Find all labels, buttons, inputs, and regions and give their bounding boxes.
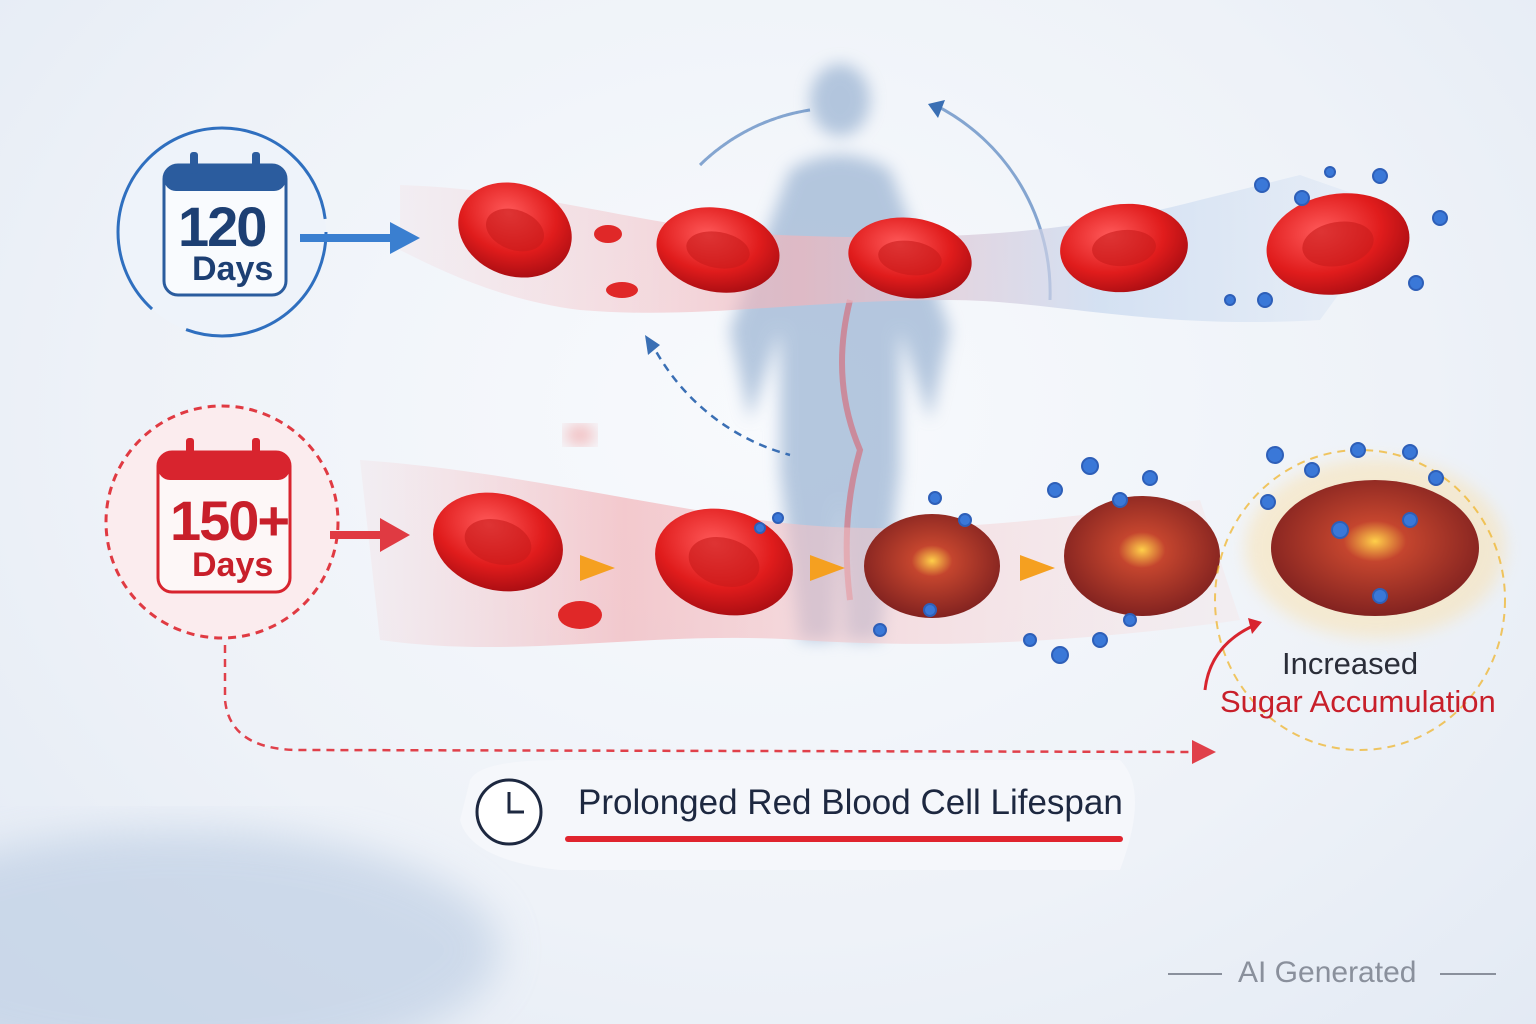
watermark: AI Generated [1238, 956, 1417, 989]
caption-banner [460, 760, 1135, 870]
progress-arrow-icon [580, 555, 615, 581]
arrow-right-icon [390, 222, 420, 254]
glucose-molecules [754, 166, 1448, 664]
annotation-arrow [1203, 623, 1256, 691]
caption-title: Prolonged Red Blood Cell Lifespan [578, 783, 1123, 822]
timeline-dashed-arrow [223, 645, 1196, 754]
background-haze [0, 830, 500, 1024]
annotation-line2: Sugar Accumulation [1220, 684, 1496, 719]
normal-days-label: Days [192, 250, 274, 288]
normal-lifespan-badge [116, 126, 420, 338]
prolonged-lifespan-badge [104, 404, 1216, 764]
annotation-line1: Increased [1282, 646, 1419, 681]
normal-days-number: 120 [178, 195, 267, 258]
clock-icon [475, 778, 543, 846]
arrowhead-icon [928, 100, 945, 118]
caption-underline [565, 836, 1123, 842]
cycle-arrow [698, 108, 811, 167]
vessel-prolonged [360, 460, 1240, 648]
prolonged-days-label: Days [192, 546, 274, 584]
prolonged-days-number: 150+ [170, 489, 290, 552]
aging-red-blood-cells [433, 425, 1506, 751]
healthy-red-blood-cells [458, 182, 1410, 299]
